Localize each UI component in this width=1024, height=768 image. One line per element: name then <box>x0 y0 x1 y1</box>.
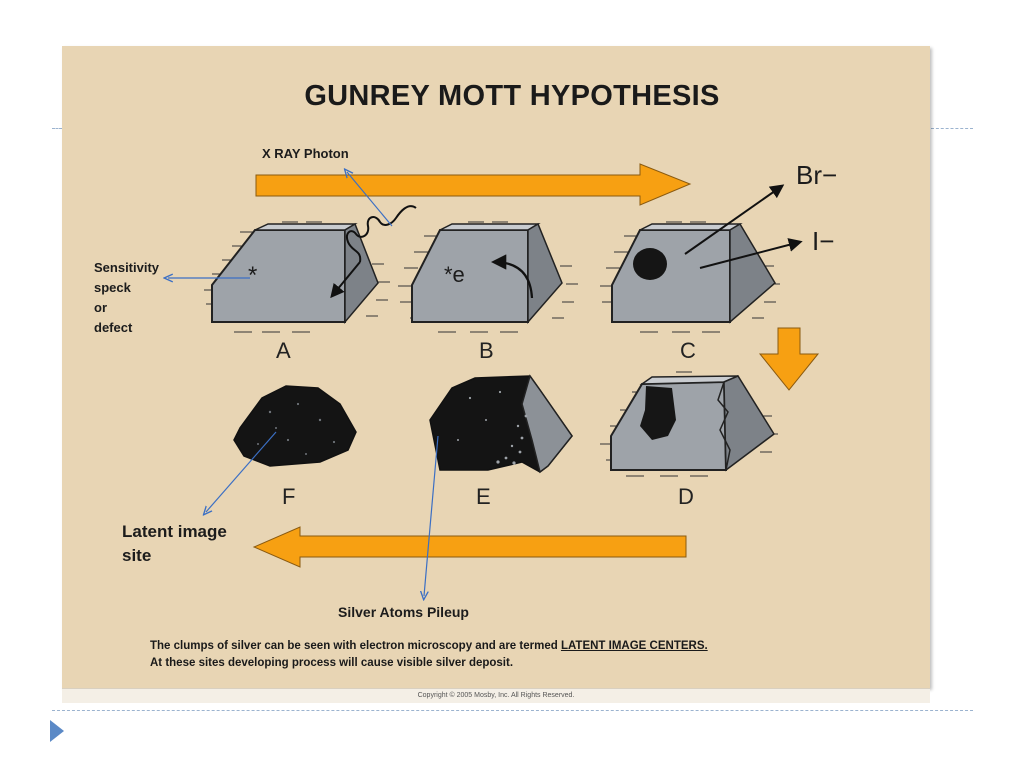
label-sensitivity-speck: Sensitivity speck or defect <box>94 258 159 338</box>
sensitivity-line-3: or <box>94 300 107 315</box>
slide-rule-bottom <box>52 710 973 711</box>
caption-term: LATENT IMAGE CENTERS. <box>560 640 708 652</box>
latent-line-1: Latent image <box>122 522 227 541</box>
speck-mark-a: * <box>248 262 258 289</box>
sensitivity-line-1: Sensitivity <box>94 260 160 275</box>
label-xray-photon: X RAY Photon <box>262 146 349 161</box>
orange-arrow-left <box>252 526 687 568</box>
pointer-latent <box>206 431 277 512</box>
diagram-title: GUNREY MOTT HYPOTHESIS <box>304 80 720 112</box>
crystal-b <box>398 221 578 333</box>
label-silver-atoms-pileup: Silver Atoms Pileup <box>338 604 469 620</box>
label-latent-image-site: Latent image site <box>122 520 227 568</box>
silver-cluster-d <box>640 386 676 440</box>
slide-bullet-arrow-icon <box>50 720 64 742</box>
sensitivity-line-4: defect <box>94 320 133 335</box>
silver-cluster-c <box>633 248 667 280</box>
stage-label-f: F <box>282 484 296 509</box>
photon-wave <box>346 205 417 263</box>
crystal-e <box>429 374 573 474</box>
crystal-f <box>233 385 357 467</box>
orange-arrow-down <box>758 327 820 391</box>
latent-line-2: site <box>122 546 152 565</box>
caption-line-1-text: The clumps of silver can be seen with el… <box>150 640 561 652</box>
slide-rule-top-left <box>52 128 62 129</box>
copyright-text: Copyright © 2005 Mosby, Inc. All Rights … <box>62 688 930 703</box>
stage-label-e: E <box>476 484 491 509</box>
ion-i-label: I− <box>812 226 835 256</box>
caption-line-1: The clumps of silver can be seen with el… <box>150 638 850 655</box>
crystal-c <box>600 184 803 333</box>
sensitivity-line-2: speck <box>94 280 131 295</box>
stage-label-b: B <box>479 338 494 363</box>
orange-arrow-right <box>255 163 692 206</box>
crystal-a <box>204 221 390 333</box>
caption: The clumps of silver can be seen with el… <box>150 638 850 672</box>
stage-label-d: D <box>678 484 694 509</box>
speck-electron-b: *e <box>444 262 465 287</box>
ion-br-label: Br− <box>796 160 838 190</box>
stage-label-c: C <box>680 338 696 363</box>
pointer-xray <box>347 172 393 227</box>
pointer-silver <box>424 435 439 596</box>
stage-label-a: A <box>276 338 291 363</box>
crystal-d <box>600 371 778 477</box>
slide-rule-top-right <box>931 128 973 129</box>
caption-line-2: At these sites developing process will c… <box>150 657 514 669</box>
